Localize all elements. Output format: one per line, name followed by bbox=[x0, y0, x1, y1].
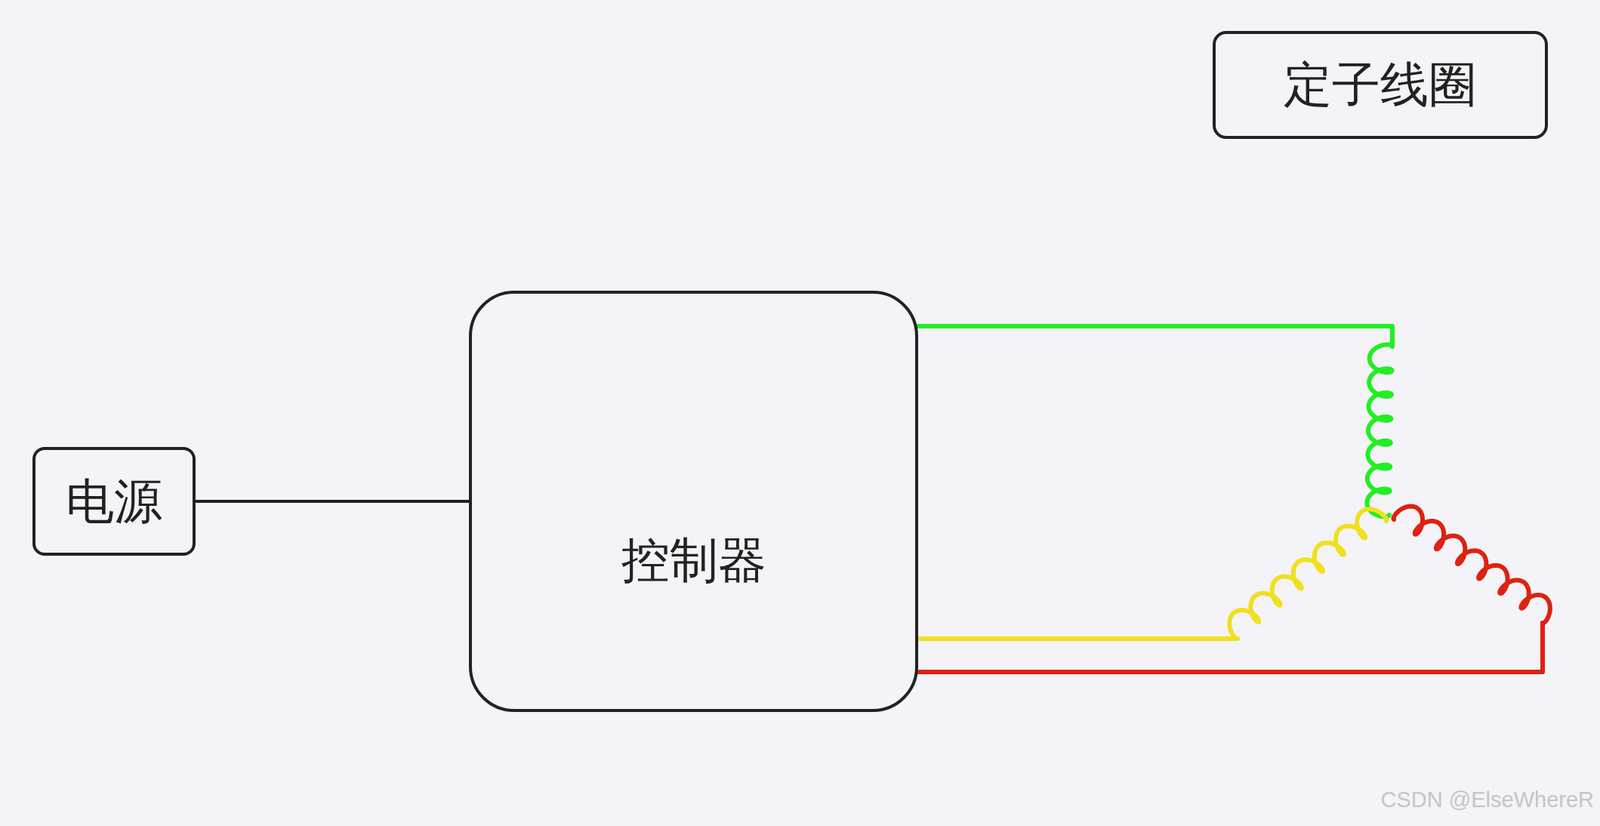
title-box: 定子线圈 bbox=[1212, 30, 1548, 139]
coil-winding bbox=[1229, 508, 1387, 639]
coil-winding bbox=[1366, 344, 1393, 517]
node-label: 定子线圈 bbox=[1283, 58, 1477, 111]
stator-coils bbox=[1229, 344, 1551, 639]
controller-box: 控制器 bbox=[468, 290, 919, 713]
coil-winding bbox=[1393, 506, 1551, 624]
watermark: CSDN @ElseWhereR bbox=[1381, 787, 1594, 813]
power-cable bbox=[195, 499, 469, 503]
node-label: 控制器 bbox=[621, 533, 767, 587]
node-label: 电源 bbox=[65, 474, 163, 528]
green-wire bbox=[918, 326, 1393, 347]
yellow-wire bbox=[918, 636, 1238, 642]
power-box: 电源 bbox=[32, 447, 196, 556]
